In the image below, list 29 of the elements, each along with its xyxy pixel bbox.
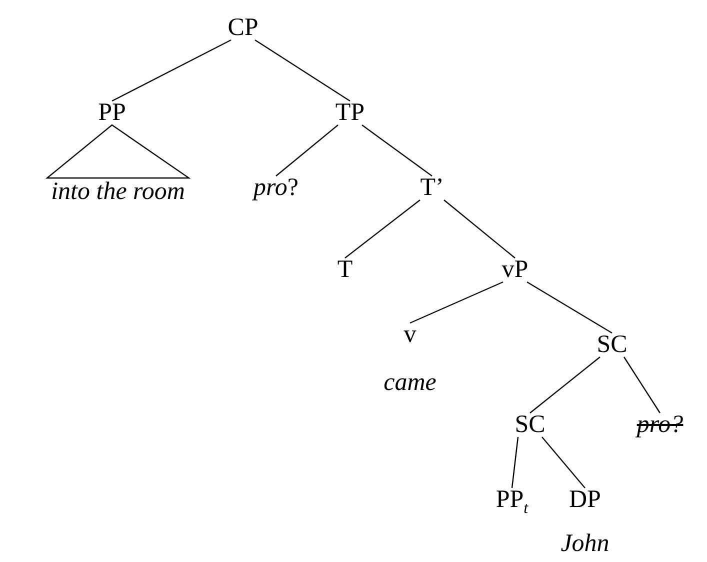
node-label: v <box>402 321 418 349</box>
tree-branch <box>276 124 338 176</box>
node-label: into the room <box>51 178 185 206</box>
node-label: vP <box>502 256 528 284</box>
tree-branch <box>254 40 350 102</box>
word-label: John <box>560 530 610 558</box>
node-label: pro? <box>636 411 684 439</box>
node-label: SC <box>596 331 628 359</box>
tree-branch <box>526 281 612 334</box>
node-label: pro? <box>254 174 298 202</box>
node-label: T <box>337 256 353 284</box>
tree-branch <box>530 356 600 414</box>
word-label: came <box>384 369 436 397</box>
tree-branch <box>410 281 504 324</box>
node-label: TP <box>335 99 365 127</box>
tree-branch <box>511 436 519 488</box>
tree-branch <box>362 124 432 176</box>
node-label: T’ <box>420 174 444 202</box>
tree-branch <box>624 356 660 414</box>
node-label: DP <box>568 486 602 514</box>
tree-branch <box>542 436 586 488</box>
node-label: SC <box>514 411 546 439</box>
node-label: CP <box>228 14 258 42</box>
constituent-triangle <box>45 124 191 179</box>
tree-branch <box>112 39 232 102</box>
node-label: PP$_{t}$ <box>496 486 528 519</box>
tree-branch <box>444 200 516 258</box>
tree-branch <box>344 200 420 258</box>
node-label: PP <box>98 99 126 127</box>
